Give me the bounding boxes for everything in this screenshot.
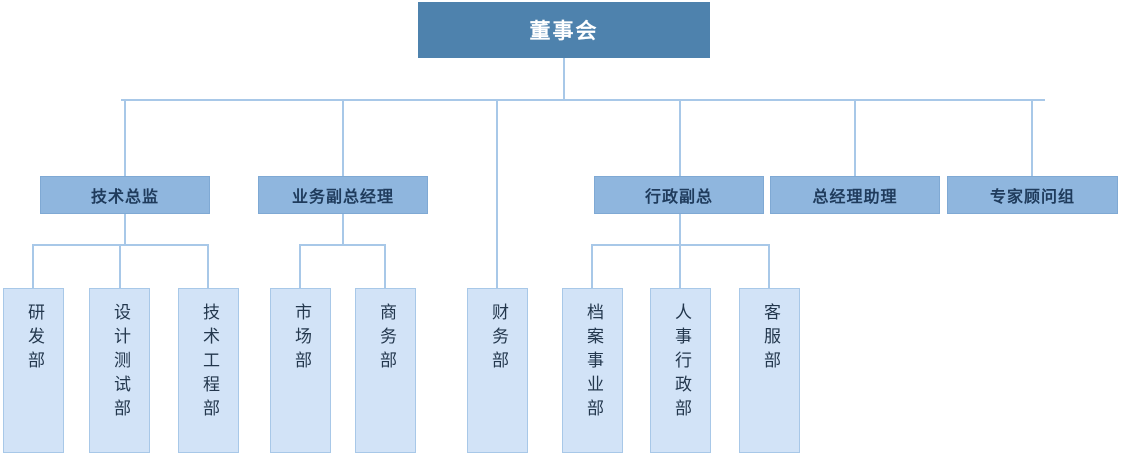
connector-drop-hr-admin	[679, 244, 681, 288]
connector-drop-tech-director	[124, 99, 126, 176]
connector-main-bus	[121, 99, 1045, 101]
connector-drop-rd-dept	[32, 244, 34, 288]
node-finance-dept-label: 财务部	[488, 303, 508, 375]
node-market-dept[interactable]: 市场部	[270, 288, 331, 453]
node-business-vp[interactable]: 业务副总经理	[258, 176, 428, 214]
node-customer-svc-label: 客服部	[760, 303, 780, 375]
connector-drop-admin-vp	[679, 99, 681, 176]
node-admin-vp-label: 行政副总	[644, 187, 713, 206]
node-tech-eng[interactable]: 技术工程部	[178, 288, 239, 453]
node-commerce-dept-label: 商务部	[376, 303, 396, 375]
node-expert-group-label: 专家顾问组	[989, 187, 1075, 206]
node-tech-director[interactable]: 技术总监	[40, 176, 210, 214]
node-admin-vp[interactable]: 行政副总	[594, 176, 764, 214]
connector-drop-gm-assistant	[854, 99, 856, 176]
connector-drop-expert-group	[1031, 99, 1033, 176]
connector-drop-customer-svc	[768, 244, 770, 288]
node-archive-div[interactable]: 档案事业部	[562, 288, 623, 453]
node-gm-assistant-label: 总经理助理	[812, 187, 898, 206]
node-board-label: 董事会	[529, 19, 599, 43]
node-rd-dept[interactable]: 研发部	[3, 288, 64, 453]
connector-stem-business-vp	[342, 214, 344, 245]
connector-drop-design-test	[119, 244, 121, 288]
connector-drop-business-vp	[342, 99, 344, 176]
node-expert-group[interactable]: 专家顾问组	[947, 176, 1118, 214]
node-gm-assistant[interactable]: 总经理助理	[770, 176, 940, 214]
node-customer-svc[interactable]: 客服部	[739, 288, 800, 453]
connector-drop-archive-div	[591, 244, 593, 288]
node-rd-dept-label: 研发部	[24, 303, 44, 375]
node-hr-admin[interactable]: 人事行政部	[650, 288, 711, 453]
node-tech-director-label: 技术总监	[90, 187, 159, 206]
node-market-dept-label: 市场部	[291, 303, 311, 375]
node-tech-eng-label: 技术工程部	[199, 303, 219, 423]
connector-drop-market-dept	[299, 244, 301, 288]
node-design-test-label: 设计测试部	[110, 303, 130, 423]
node-hr-admin-label: 人事行政部	[671, 303, 691, 423]
connector-drop-tech-eng	[207, 244, 209, 288]
node-design-test[interactable]: 设计测试部	[89, 288, 150, 453]
node-business-vp-label: 业务副总经理	[291, 187, 394, 206]
connector-drop-commerce-dept	[384, 244, 386, 288]
node-board[interactable]: 董事会	[418, 2, 710, 58]
node-commerce-dept[interactable]: 商务部	[355, 288, 416, 453]
connector-stem-admin-vp	[679, 214, 681, 245]
connector-drop-finance-dept	[496, 99, 498, 288]
node-archive-div-label: 档案事业部	[583, 303, 603, 423]
connector-bus-business-vp	[299, 244, 386, 246]
connector-stem-tech-director	[124, 214, 126, 245]
connector-board-stem	[563, 58, 565, 100]
node-finance-dept[interactable]: 财务部	[467, 288, 528, 453]
